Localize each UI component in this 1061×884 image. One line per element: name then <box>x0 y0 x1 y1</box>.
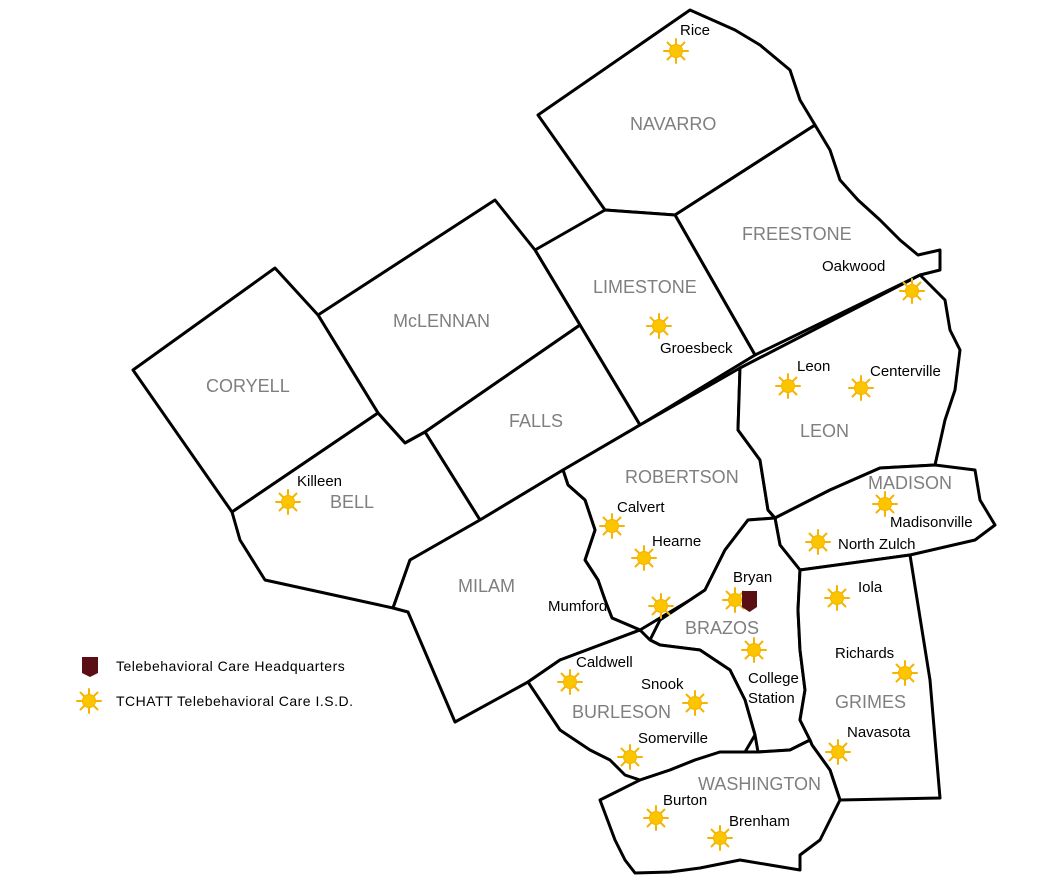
sun-icon-calvert <box>599 513 625 539</box>
county-shapes <box>131 8 997 875</box>
sun-icon-leon <box>775 373 801 399</box>
sun-icon-college-station <box>741 637 767 663</box>
county-label-grimes: GRIMES <box>835 692 906 712</box>
sun-icon-killeen <box>275 489 301 515</box>
sun-icon-iola <box>824 585 850 611</box>
town-label-oakwood: Oakwood <box>822 258 885 275</box>
legend-headquarters-label: Telebehavioral Care Headquarters <box>116 658 345 674</box>
town-label-calvert: Calvert <box>617 499 665 516</box>
sun-icon-snook <box>682 690 708 716</box>
county-coryell <box>131 266 380 514</box>
county-label-coryell: CORYELL <box>206 376 290 396</box>
headquarters-icon <box>742 591 757 612</box>
sun-icon-caldwell <box>557 669 583 695</box>
county-washington <box>598 738 842 875</box>
legend-isd-label: TCHATT Telebehavioral Care I.S.D. <box>116 693 353 709</box>
legend-headquarters-icon <box>82 657 98 677</box>
county-milam <box>391 468 642 724</box>
town-label-hearne: Hearne <box>652 533 701 550</box>
sun-icon-richards <box>892 660 918 686</box>
town-label-snook: Snook <box>641 676 684 693</box>
county-label-freestone: FREESTONE <box>742 224 852 244</box>
town-label-somerville: Somerville <box>638 730 708 747</box>
sun-icon-north-zulch <box>805 529 831 555</box>
town-label-mumford: Mumford <box>548 598 607 615</box>
county-labels: NAVARRO FREESTONE LIMESTONE McLENNAN COR… <box>206 114 952 794</box>
sun-icon-mumford <box>648 593 674 619</box>
town-label-burton: Burton <box>663 792 707 809</box>
legend: Telebehavioral Care Headquarters TCHATT … <box>76 657 353 714</box>
county-label-milam: MILAM <box>458 576 515 596</box>
county-label-burleson: BURLESON <box>572 702 671 722</box>
county-label-madison: MADISON <box>868 473 952 493</box>
county-label-navarro: NAVARRO <box>630 114 716 134</box>
town-label-richards: Richards <box>835 645 894 662</box>
town-label-centerville: Centerville <box>870 363 941 380</box>
town-label-caldwell: Caldwell <box>576 654 633 671</box>
town-label-north-zulch: North Zulch <box>838 536 916 553</box>
town-label-iola: Iola <box>858 579 883 596</box>
town-label-leon: Leon <box>797 358 830 375</box>
county-label-robertson: ROBERTSON <box>625 467 739 487</box>
town-labels: Rice Oakwood Groesbeck Leon Centerville … <box>297 22 973 830</box>
county-label-falls: FALLS <box>509 411 563 431</box>
sun-icon-burton <box>643 805 669 831</box>
town-label-college: College <box>748 670 799 687</box>
county-label-mclennan: McLENNAN <box>393 311 490 331</box>
legend-sun-icon <box>76 688 102 714</box>
town-label-rice: Rice <box>680 22 710 39</box>
town-label-madisonville: Madisonville <box>890 514 973 531</box>
town-label-navasota: Navasota <box>847 724 911 741</box>
sun-icon-madisonville <box>872 491 898 517</box>
sun-icon-navasota <box>825 739 851 765</box>
town-label-station: Station <box>748 690 795 707</box>
county-label-washington: WASHINGTON <box>698 774 821 794</box>
sun-icon-oakwood <box>899 278 925 304</box>
sun-icon-rice <box>663 38 689 64</box>
county-label-limestone: LIMESTONE <box>593 277 697 297</box>
sun-icon-somerville <box>617 744 643 770</box>
town-label-killeen: Killeen <box>297 473 342 490</box>
town-label-groesbeck: Groesbeck <box>660 340 733 357</box>
county-label-leon: LEON <box>800 421 849 441</box>
town-label-brenham: Brenham <box>729 813 790 830</box>
town-label-bryan: Bryan <box>733 569 772 586</box>
county-label-bell: BELL <box>330 492 374 512</box>
county-label-brazos: BRAZOS <box>685 618 759 638</box>
sun-icon-groesbeck <box>646 313 672 339</box>
